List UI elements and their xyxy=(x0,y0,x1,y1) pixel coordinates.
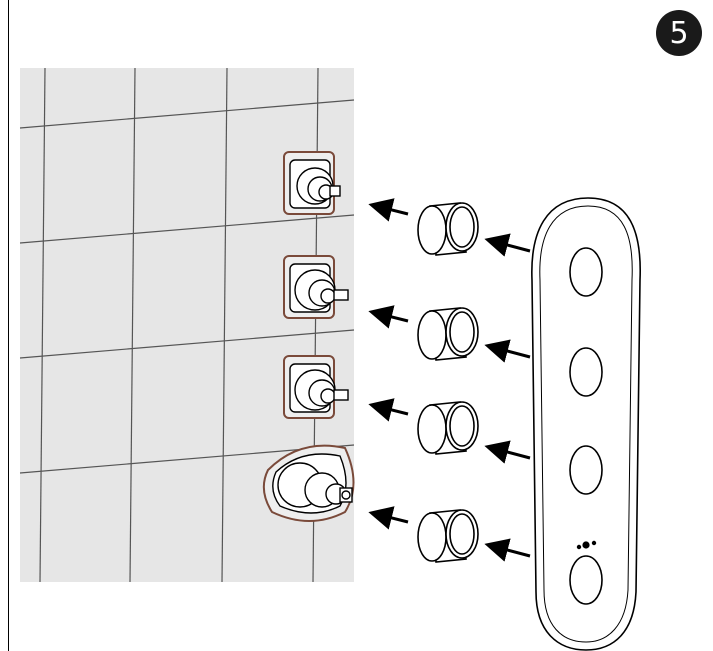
sleeve-3 xyxy=(417,401,479,455)
diverter-valve-3 xyxy=(283,355,349,419)
plate-hole-4 xyxy=(569,555,603,605)
margin-rule xyxy=(8,0,9,651)
sleeves xyxy=(417,202,479,563)
cover-plate xyxy=(531,197,641,651)
arrows-to-sleeves xyxy=(484,233,531,562)
arrow-right-4 xyxy=(484,538,531,562)
sleeve-2 xyxy=(417,307,479,361)
thermostatic-valve xyxy=(262,444,355,522)
arrow-left-2 xyxy=(368,305,409,329)
arrow-left-4 xyxy=(368,506,409,530)
arrows-to-wall xyxy=(368,198,409,530)
arrow-right-2 xyxy=(484,339,531,363)
arrow-left-3 xyxy=(368,398,409,422)
plate-hole-3 xyxy=(569,445,603,495)
step-number-badge: 5 xyxy=(656,10,702,56)
diverter-valve-1 xyxy=(283,151,341,215)
sleeve-4 xyxy=(417,509,479,563)
arrow-right-1 xyxy=(484,233,531,257)
arrow-left-1 xyxy=(368,198,409,222)
sleeve-1 xyxy=(417,202,479,256)
plate-hole-1 xyxy=(569,247,603,297)
plate-hole-2 xyxy=(569,347,603,397)
arrow-right-3 xyxy=(484,440,531,464)
diverter-valve-2 xyxy=(283,255,349,319)
temperature-icon xyxy=(576,540,597,550)
